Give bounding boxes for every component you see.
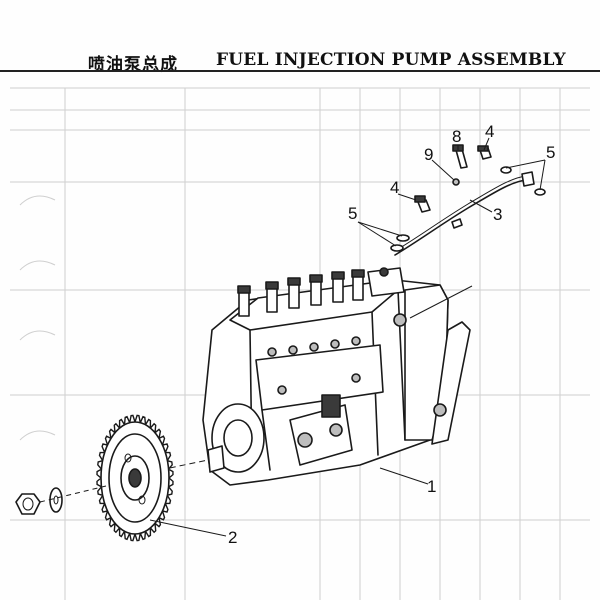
callout-2: 2 <box>228 528 237 547</box>
callout-4b: 4 <box>390 178 399 197</box>
washer-and-nut <box>15 485 107 515</box>
callout-5a: 5 <box>546 143 555 162</box>
fuel-return-pipe <box>394 171 535 256</box>
title-english: FUEL INJECTION PUMP ASSEMBLY <box>216 50 566 70</box>
cover-bolts <box>267 336 361 395</box>
leader-lines <box>149 137 546 537</box>
pump-body <box>159 267 471 486</box>
callout-4a: 4 <box>485 122 494 141</box>
title-rule <box>0 70 600 72</box>
drive-gear <box>96 414 174 542</box>
callout-8: 8 <box>452 127 461 146</box>
delivery-valve-holders <box>237 269 365 317</box>
banjo-fittings <box>390 144 546 252</box>
callout-labels: 1 2 3 4 4 5 5 8 9 <box>228 122 555 547</box>
bleed-through-table <box>10 87 590 600</box>
callout-9: 9 <box>424 145 433 164</box>
callout-1: 1 <box>427 477 436 496</box>
callout-5b: 5 <box>348 204 357 223</box>
callout-3: 3 <box>493 205 502 224</box>
